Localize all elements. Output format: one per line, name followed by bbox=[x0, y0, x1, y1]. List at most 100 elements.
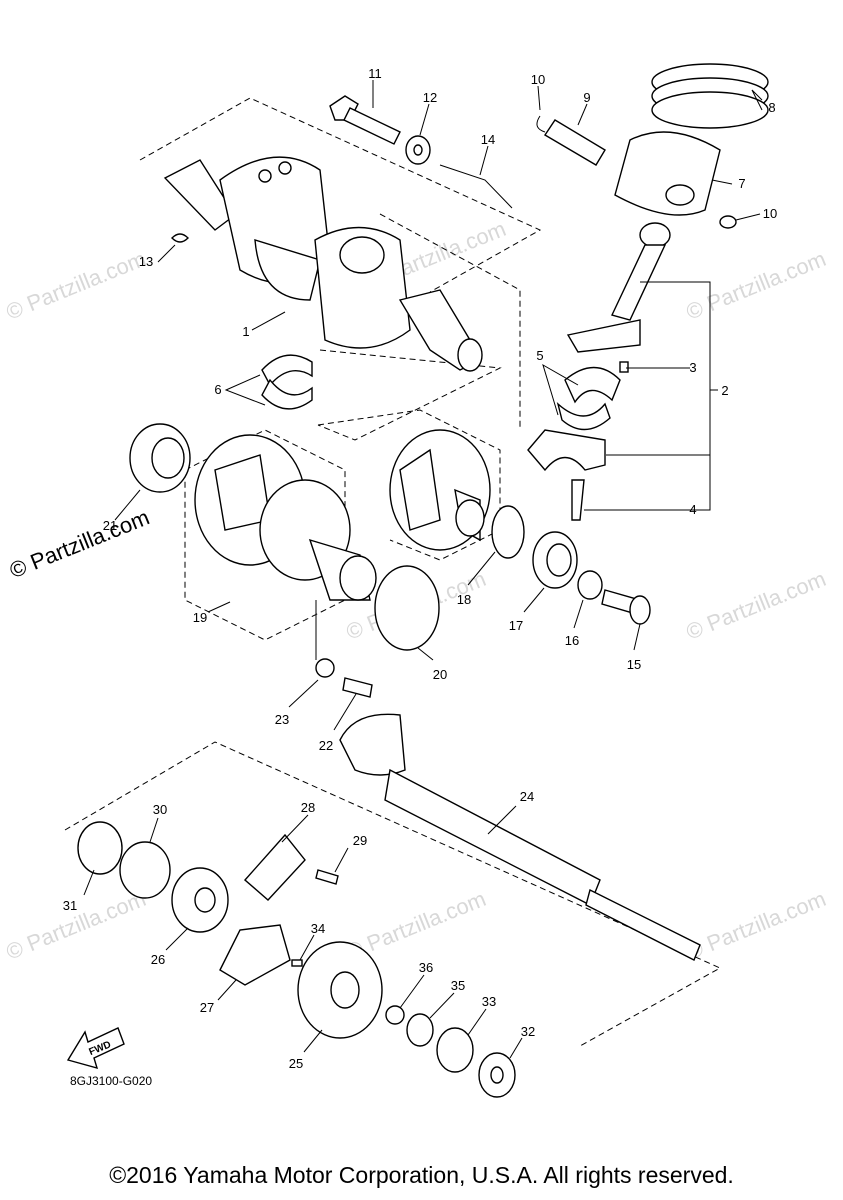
bearing-shell bbox=[261, 354, 313, 387]
watermark: © Partzilla.com bbox=[3, 246, 150, 325]
needle-bearing-bore bbox=[546, 543, 572, 577]
callout-13: 13 bbox=[139, 254, 153, 269]
callout-35: 35 bbox=[451, 978, 465, 993]
callout-12: 12 bbox=[423, 90, 437, 105]
crank-web-hole bbox=[278, 161, 292, 175]
callout-27: 27 bbox=[200, 1000, 214, 1015]
rod-frame bbox=[379, 213, 521, 430]
rod-bearing-upper bbox=[564, 366, 621, 404]
fwd-arrow: FWD bbox=[66, 1027, 125, 1070]
rod-bolt bbox=[571, 479, 585, 521]
washer-hole bbox=[413, 144, 423, 156]
callout-29: 29 bbox=[353, 833, 367, 848]
callout-7: 7 bbox=[738, 176, 745, 191]
crank-web-right bbox=[314, 226, 411, 349]
o-ring-large bbox=[374, 565, 440, 651]
assembly-frames bbox=[64, 97, 722, 1047]
callout-5: 5 bbox=[536, 348, 543, 363]
o-ring-small bbox=[491, 505, 525, 559]
balancer-driven-gear-hub bbox=[330, 971, 360, 1009]
needle-bearing-set bbox=[532, 531, 651, 625]
needle-bearing bbox=[119, 841, 171, 899]
balancer-shaft-body bbox=[384, 768, 601, 906]
callout-19: 19 bbox=[193, 610, 207, 625]
lock-washer bbox=[577, 570, 603, 600]
rod-small-end bbox=[639, 222, 671, 248]
woodruff-key bbox=[171, 233, 189, 243]
balancer-shaft bbox=[339, 713, 701, 961]
callout-2: 2 bbox=[721, 383, 728, 398]
copyright-notice: ©2016 Yamaha Motor Corporation, U.S.A. A… bbox=[109, 1162, 734, 1188]
ball-bearing-bore bbox=[194, 887, 216, 913]
bearing-frame bbox=[317, 349, 502, 441]
retainer-plate bbox=[244, 833, 306, 901]
crank-web-hole bbox=[258, 169, 272, 183]
callout-10: 10 bbox=[531, 72, 545, 87]
callout-30: 30 bbox=[153, 802, 167, 817]
ball-bearing-bore bbox=[490, 1066, 504, 1084]
piston-assembly bbox=[536, 63, 769, 229]
piston bbox=[614, 131, 721, 216]
circlip bbox=[77, 821, 123, 875]
callout-15: 15 bbox=[627, 657, 641, 672]
callout-26: 26 bbox=[151, 952, 165, 967]
crank-counterweight bbox=[254, 239, 321, 301]
callout-22: 22 bbox=[319, 738, 333, 753]
balancer-gear-frame bbox=[317, 409, 501, 561]
callout-33: 33 bbox=[482, 994, 496, 1009]
circlip bbox=[536, 115, 546, 133]
callout-1: 1 bbox=[242, 324, 249, 339]
piston-ring bbox=[651, 91, 769, 129]
oil-seal-bearing bbox=[129, 423, 191, 493]
callout-10: 10 bbox=[763, 206, 777, 221]
callout-32: 32 bbox=[521, 1024, 535, 1039]
balancer-drive-gear bbox=[389, 429, 491, 551]
piston-pin-bore bbox=[665, 184, 695, 206]
bearing-inner bbox=[151, 437, 185, 479]
callout-4: 4 bbox=[689, 502, 696, 517]
callout-20: 20 bbox=[433, 667, 447, 682]
key bbox=[291, 959, 303, 967]
leader-lines bbox=[83, 80, 763, 1059]
callout-31: 31 bbox=[63, 898, 77, 913]
balancer-shaft-frame bbox=[64, 741, 722, 1047]
callout-9: 9 bbox=[583, 90, 590, 105]
balancer-weight bbox=[339, 713, 406, 776]
callout-14: 14 bbox=[481, 132, 495, 147]
callout-34: 34 bbox=[311, 921, 325, 936]
callout-16: 16 bbox=[565, 633, 579, 648]
crankshaft-frame bbox=[139, 97, 542, 293]
callout-3: 3 bbox=[689, 360, 696, 375]
circlip bbox=[719, 215, 737, 229]
balancer-gear-hub bbox=[455, 499, 485, 537]
rod-beam bbox=[611, 244, 667, 321]
piston-pin bbox=[544, 119, 606, 166]
fwd-arrow-shape bbox=[66, 1027, 125, 1070]
primary-drive-gear bbox=[194, 434, 377, 601]
watermark: © Partzilla.com bbox=[683, 566, 830, 645]
callout-6: 6 bbox=[214, 382, 221, 397]
rod-big-end bbox=[566, 319, 641, 353]
callout-23: 23 bbox=[275, 712, 289, 727]
diagram-code: 8GJ3100-G020 bbox=[70, 1074, 153, 1088]
crankshaft bbox=[163, 156, 483, 372]
screw bbox=[315, 869, 339, 885]
connecting-rod bbox=[527, 222, 671, 521]
gear-boss-end bbox=[339, 555, 377, 601]
crank-pin bbox=[339, 236, 385, 274]
callout-25: 25 bbox=[289, 1056, 303, 1071]
callout-36: 36 bbox=[419, 960, 433, 975]
callout-8: 8 bbox=[768, 100, 775, 115]
callout-17: 17 bbox=[509, 618, 523, 633]
main-bearing-shells bbox=[261, 354, 313, 410]
bolt-shank bbox=[343, 107, 401, 145]
watermark: © Partzilla.com bbox=[683, 886, 830, 965]
balancer-driven-parts bbox=[77, 821, 516, 1098]
balancer-gear-teeth bbox=[399, 448, 441, 531]
watermark: © Partzilla.com bbox=[683, 246, 830, 325]
crank-spline-end bbox=[457, 338, 483, 372]
rod-cap bbox=[527, 429, 606, 472]
lock-washer bbox=[385, 1005, 405, 1025]
